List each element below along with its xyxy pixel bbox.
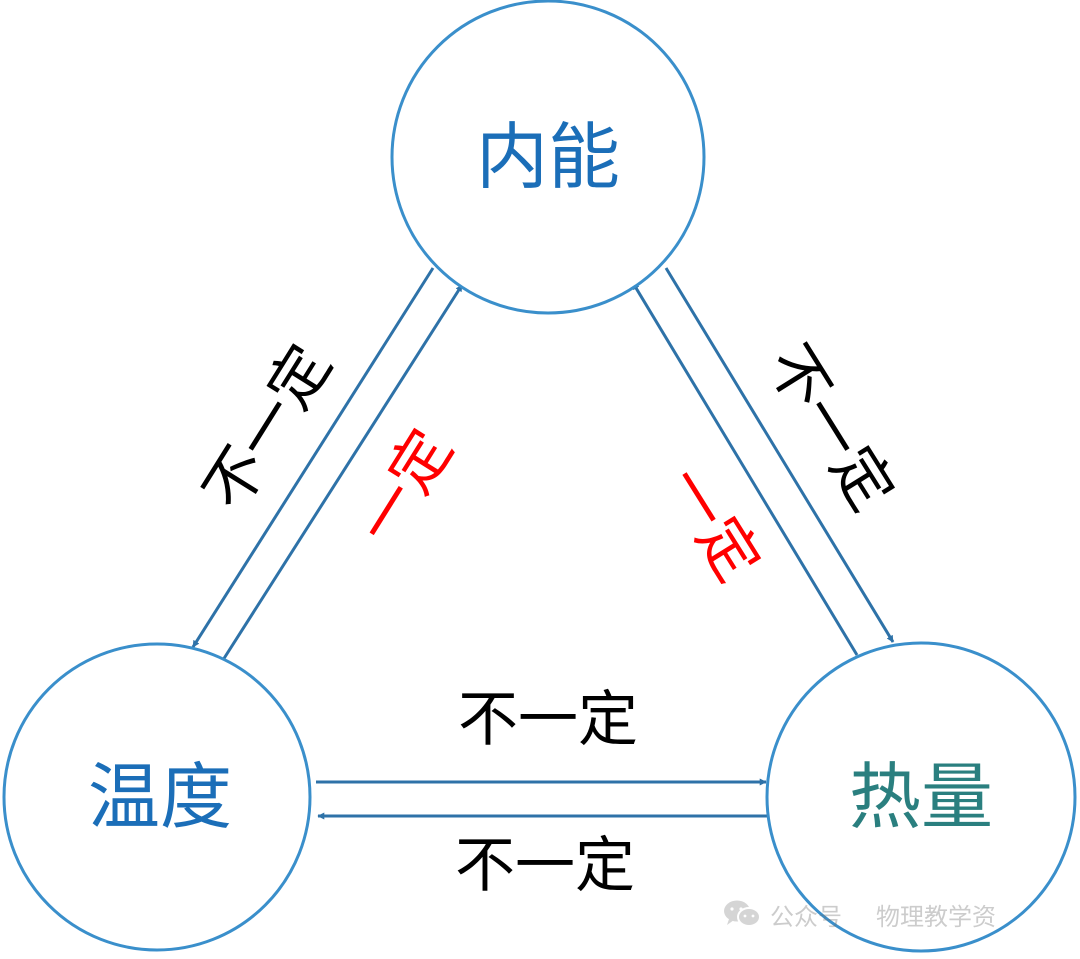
node-wendu-label: 温度 <box>88 755 232 839</box>
watermark: 公众号 物理教学资 <box>722 896 996 932</box>
node-reliang: 热量 <box>765 641 1077 953</box>
watermark-account: 物理教学资 <box>876 902 996 931</box>
label-reliang-to-neineng: 一定 <box>651 455 774 594</box>
arrow-reliang-to-neineng <box>631 282 859 656</box>
label-neineng-to-wendu: 不一定 <box>191 333 346 523</box>
label-wendu-to-reliang: 不一定 <box>458 685 638 755</box>
watermark-prefix: 公众号 <box>770 902 842 931</box>
label-neineng-to-reliang: 不一定 <box>753 333 908 523</box>
node-reliang-label: 热量 <box>849 755 993 839</box>
arrow-wendu-to-neineng <box>221 284 464 661</box>
node-wendu: 温度 <box>2 642 312 952</box>
label-wendu-to-neineng: 一定 <box>344 418 467 557</box>
arrow-neineng-to-reliang <box>664 267 895 643</box>
arrow-neineng-to-wendu <box>191 267 435 648</box>
wechat-icon <box>724 900 761 927</box>
node-neineng-label: 内能 <box>476 115 620 199</box>
node-neineng: 内能 <box>390 0 706 315</box>
label-reliang-to-wendu: 不一定 <box>455 831 635 901</box>
